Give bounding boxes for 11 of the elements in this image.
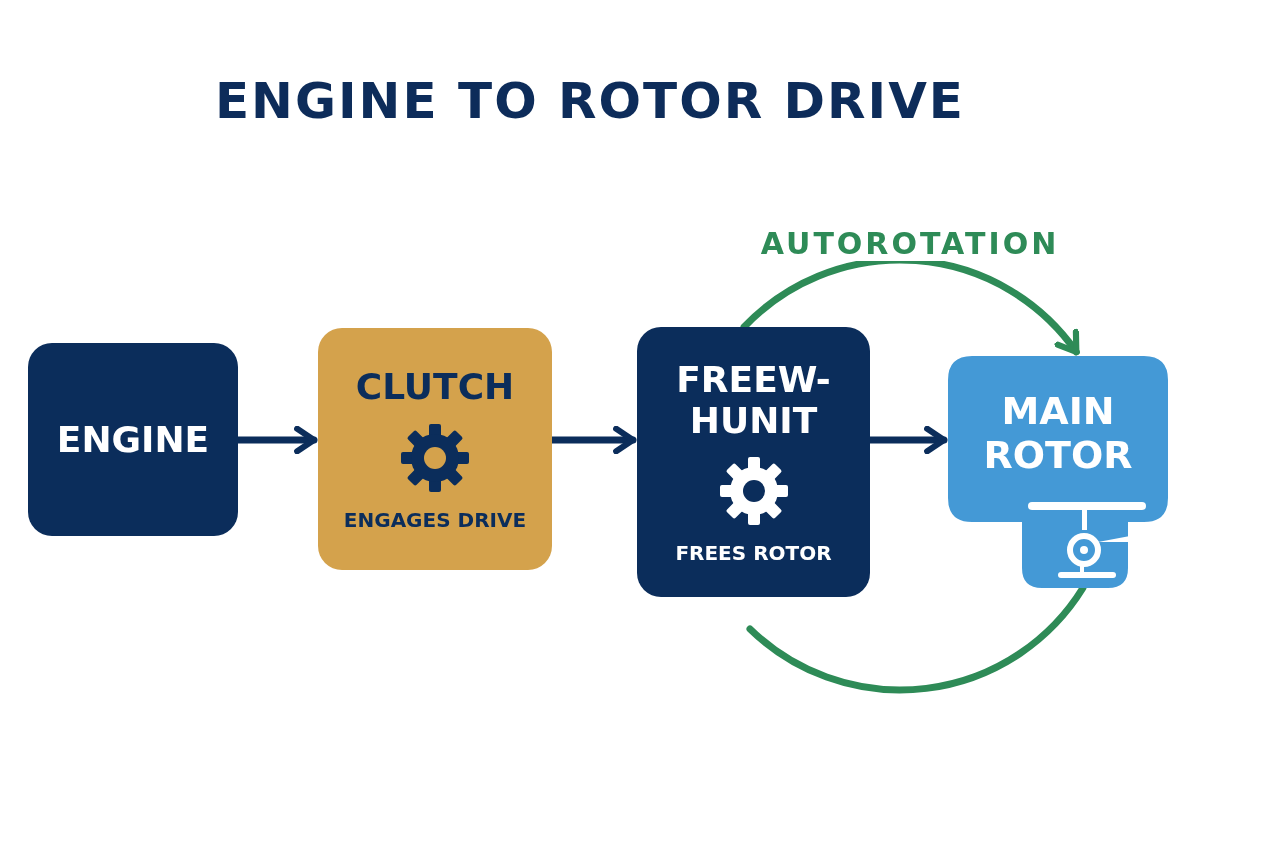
box-title: ENGINE (56, 418, 210, 461)
box-title: FREEW- HUNIT (675, 358, 832, 442)
box-caption: FREES ROTOR (675, 541, 832, 566)
box-title: MAIN ROTOR (982, 390, 1134, 478)
process-box (28, 343, 238, 536)
process-box (318, 328, 552, 570)
rotor-box (948, 356, 1168, 588)
box-title: CLUTCH (355, 366, 515, 408)
diagram-title: ENGINE TO ROTOR DRIVE (213, 72, 967, 130)
box-caption: ENGAGES DRIVE (343, 507, 527, 532)
process-box (637, 327, 870, 597)
